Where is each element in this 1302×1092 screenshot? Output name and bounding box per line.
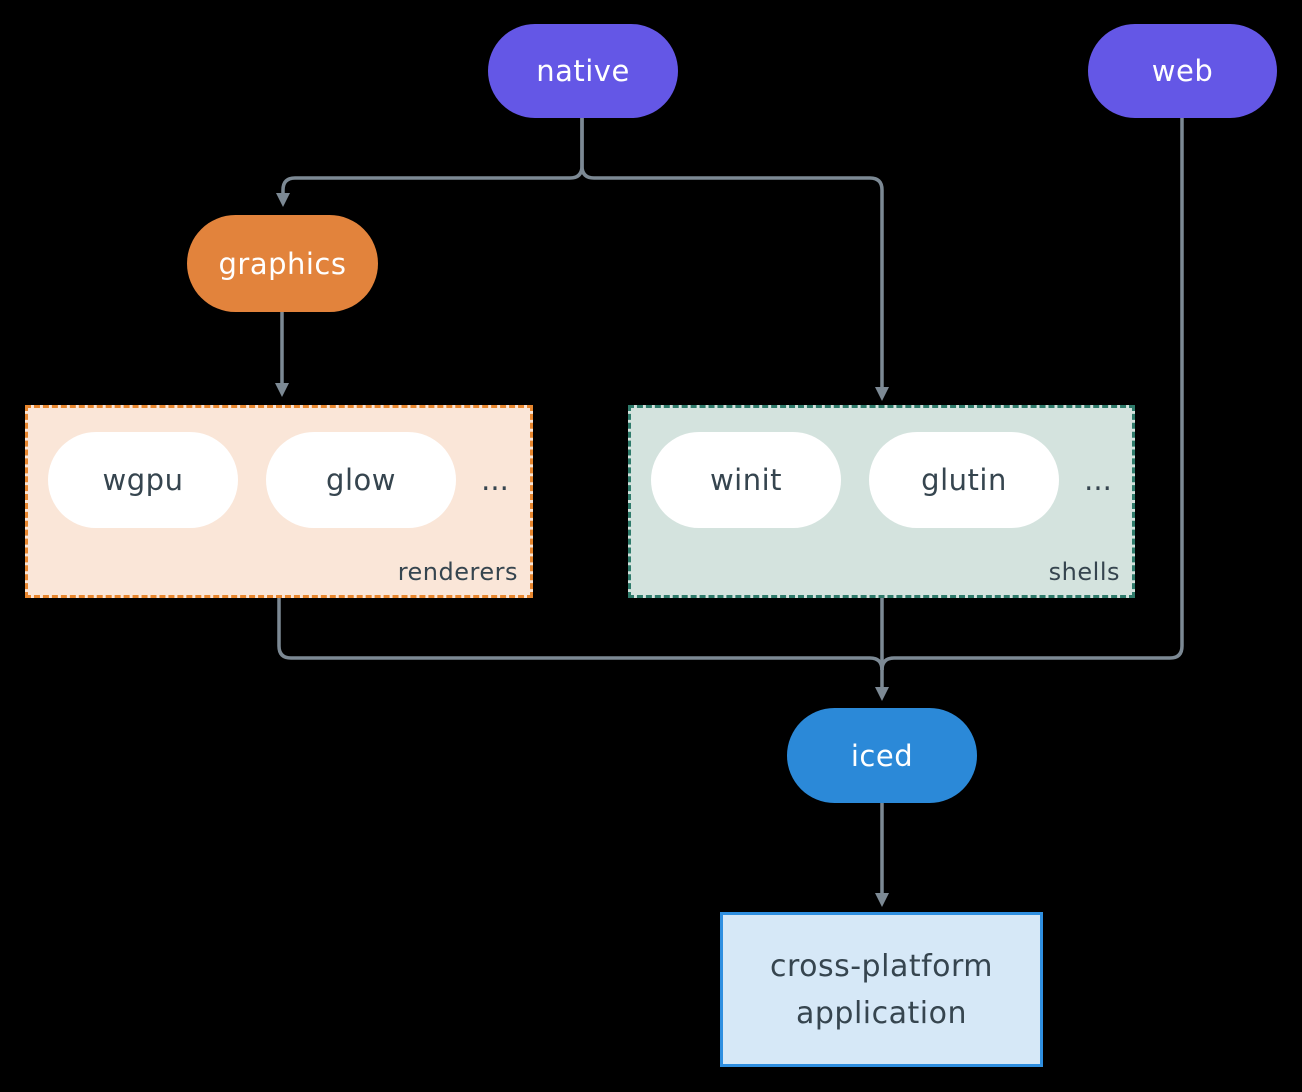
node-native-label: native [536,54,630,88]
node-iced-label: iced [850,738,914,773]
renderers-ellipsis: ... [481,463,509,497]
shells-ellipsis: ... [1084,463,1112,497]
application-label-line1: cross-platform [769,948,994,984]
node-glow: glow [266,432,456,528]
node-web-label: web [1151,54,1214,88]
node-glutin: glutin [869,432,1059,528]
node-glow-label: glow [326,463,396,497]
edge-native-to-graphics [276,117,584,207]
node-glutin-label: glutin [921,463,1007,497]
group-shells: winit glutin ... shells [628,405,1135,598]
node-native: native [488,24,678,118]
node-wgpu: wgpu [48,432,238,528]
node-wgpu-label: wgpu [102,463,184,497]
shells-group-label: shells [1048,558,1120,586]
node-cross-platform-application: cross-platform application [720,912,1043,1067]
node-winit: winit [651,432,841,528]
node-graphics-label: graphics [218,246,347,281]
group-renderers: wgpu glow ... renderers [25,405,533,598]
node-web: web [1088,24,1277,118]
edge-renderers-to-iced [277,598,884,671]
renderers-group-label: renderers [397,558,518,586]
node-graphics: graphics [187,215,378,312]
application-label-line2: application [796,995,967,1031]
node-winit-label: winit [709,463,783,497]
node-iced: iced [787,708,977,803]
edge-native-to-shells [580,117,889,401]
